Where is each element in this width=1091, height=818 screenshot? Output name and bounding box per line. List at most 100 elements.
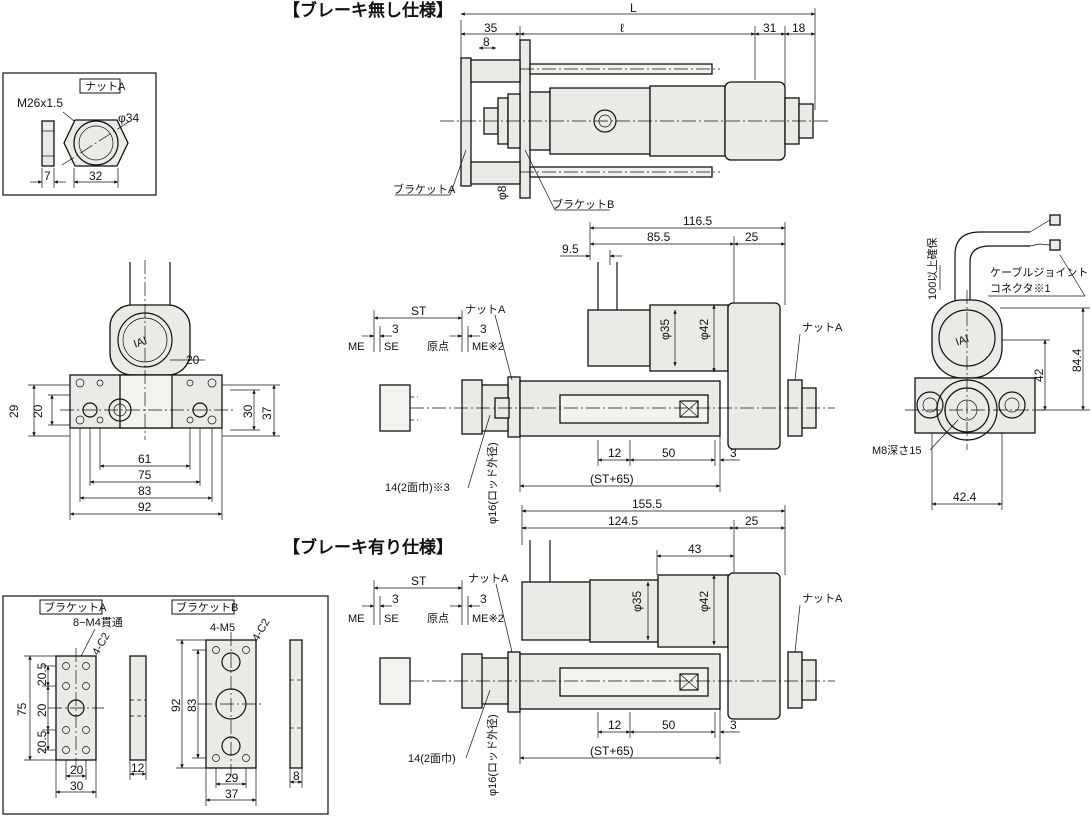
b-me: ME <box>348 613 365 625</box>
nb-se: SE <box>384 341 399 353</box>
nb-phi42: φ42 <box>697 319 711 340</box>
top-18: 18 <box>792 21 806 35</box>
nut-w1: 7 <box>44 169 51 183</box>
b-phi35: φ35 <box>630 591 644 612</box>
bracket-a-w20: 20 <box>70 763 84 777</box>
front-20b: 20 <box>31 404 45 418</box>
b-me2: ME※2 <box>472 613 504 625</box>
b-se: SE <box>384 613 399 625</box>
right-42-4: 42.4 <box>953 490 977 504</box>
nb-12: 12 <box>608 446 622 460</box>
right-42: 42 <box>1032 368 1046 382</box>
b-st65: (ST+65) <box>590 744 634 758</box>
nb-phi35: φ35 <box>658 319 672 340</box>
nb-me: ME <box>348 341 365 353</box>
bracket-a-20-5b: 20.5 <box>35 730 49 754</box>
bracket-b-t8: 8 <box>293 769 300 783</box>
right-84-4: 84.4 <box>1070 348 1084 372</box>
b-phi42: φ42 <box>697 591 711 612</box>
nb-st: ST <box>411 304 427 318</box>
nb-50: 50 <box>662 446 676 460</box>
b-12: 12 <box>608 718 622 732</box>
b-25: 25 <box>745 514 759 528</box>
top-35: 35 <box>484 21 498 35</box>
side-view-no-brake: 116.5 9.5 85.5 25 <box>348 214 843 524</box>
b-43: 43 <box>688 542 702 556</box>
front-83: 83 <box>138 484 152 498</box>
right-connector1: ケーブルジョイント <box>990 265 1088 279</box>
nb-nuta: ナットA <box>465 303 506 316</box>
top-bracket-a: ブラケットA <box>393 182 456 196</box>
b-nuta-right: ナットA <box>802 592 843 605</box>
right-connector2: コネクタ※1 <box>990 282 1051 295</box>
bracket-b-83: 83 <box>185 698 199 712</box>
nut-thread: M26x1.5 <box>17 96 63 110</box>
b-124-5: 124.5 <box>608 514 638 528</box>
top-view-no-brake: L 35 8 ℓ 31 18 <box>393 1 830 211</box>
bracket-a-holes: 8−M4貫通 <box>73 616 123 629</box>
front-75: 75 <box>138 468 152 482</box>
top-l: ℓ <box>620 21 624 35</box>
bracket-a-c2: 4-C2 <box>90 631 112 658</box>
nb-flat14: 14(2面巾)※3 <box>385 480 450 494</box>
nb-116-5: 116.5 <box>683 214 712 228</box>
bracket-a-t12: 12 <box>131 761 145 775</box>
nb-origin: 原点 <box>427 340 449 353</box>
front-37: 37 <box>260 406 274 420</box>
nb-nuta-right: ナットA <box>802 321 843 334</box>
right-end-view: IAI 100以上確保 ケーブルジョイント コネクタ※1 42 84.4 M8深… <box>872 214 1090 510</box>
top-phi8: φ8 <box>495 185 509 200</box>
b-st: ST <box>411 574 427 588</box>
right-m8: M8深さ15 <box>872 444 922 457</box>
nut-dia: φ34 <box>118 111 139 125</box>
nb-me2: ME※2 <box>472 341 504 353</box>
nb-85-5: 85.5 <box>647 230 671 244</box>
nb-25: 25 <box>745 230 759 244</box>
b-3a: 3 <box>392 592 399 606</box>
right-logo: IAI <box>954 333 971 349</box>
bracket-a-20: 20 <box>35 703 49 717</box>
top-bracket-b: ブラケットB <box>552 197 614 211</box>
top-31: 31 <box>763 21 777 35</box>
nb-3a: 3 <box>392 322 399 336</box>
nut-detail-title: ナットA <box>85 80 126 93</box>
bracket-a-20-5a: 20.5 <box>35 662 49 686</box>
b-50: 50 <box>662 718 676 732</box>
bracket-b-w37: 37 <box>225 787 239 801</box>
title-no-brake: 【ブレーキ無し仕様】 <box>283 0 453 21</box>
b-155-5: 155.5 <box>632 497 662 511</box>
b-flat14: 14(2面巾) <box>408 751 456 765</box>
bracket-a-75: 75 <box>15 702 29 716</box>
right-cable: 100以上確保 <box>925 238 939 300</box>
b-rod16: φ16(ロッド外径) <box>486 714 499 796</box>
b-3c: 3 <box>730 718 737 732</box>
nb-st65: (ST+65) <box>590 472 634 486</box>
b-origin: 原点 <box>427 612 449 625</box>
bracket-b-title: ブラケットB <box>176 600 238 614</box>
title-brake: 【ブレーキ有り仕様】 <box>283 537 453 558</box>
nut-detail: ナットA M26x1.5 φ34 7 32 <box>2 72 157 196</box>
nb-9-5: 9.5 <box>562 242 579 256</box>
front-61: 61 <box>138 452 152 466</box>
front-92: 92 <box>138 500 152 514</box>
bracket-b-holes: 4-M5 <box>210 622 235 634</box>
bracket-detail: ブラケットA ブラケットB 8−M4貫通 4-C2 4-M5 4-C2 75 2… <box>2 595 329 815</box>
nut-w2: 32 <box>89 169 103 183</box>
front-logo: IAI <box>132 335 149 351</box>
front-29: 29 <box>7 404 21 418</box>
front-left-view: IAI 20 29 20 30 37 <box>7 260 280 520</box>
nb-3b: 3 <box>480 322 487 336</box>
bracket-a-w30: 30 <box>70 779 84 793</box>
nb-rod16: φ16(ロッド外径) <box>486 442 499 524</box>
bracket-b-w29: 29 <box>225 771 239 785</box>
side-view-brake: 155.5 124.5 25 43 ST 3 ME <box>348 497 843 796</box>
top-8: 8 <box>483 35 490 49</box>
b-nuta: ナットA <box>468 572 509 585</box>
b-3b: 3 <box>480 592 487 606</box>
bracket-a-title: ブラケットA <box>44 600 107 614</box>
bracket-b-92: 92 <box>169 698 183 712</box>
nb-3c: 3 <box>730 446 737 460</box>
top-L: L <box>630 1 637 15</box>
